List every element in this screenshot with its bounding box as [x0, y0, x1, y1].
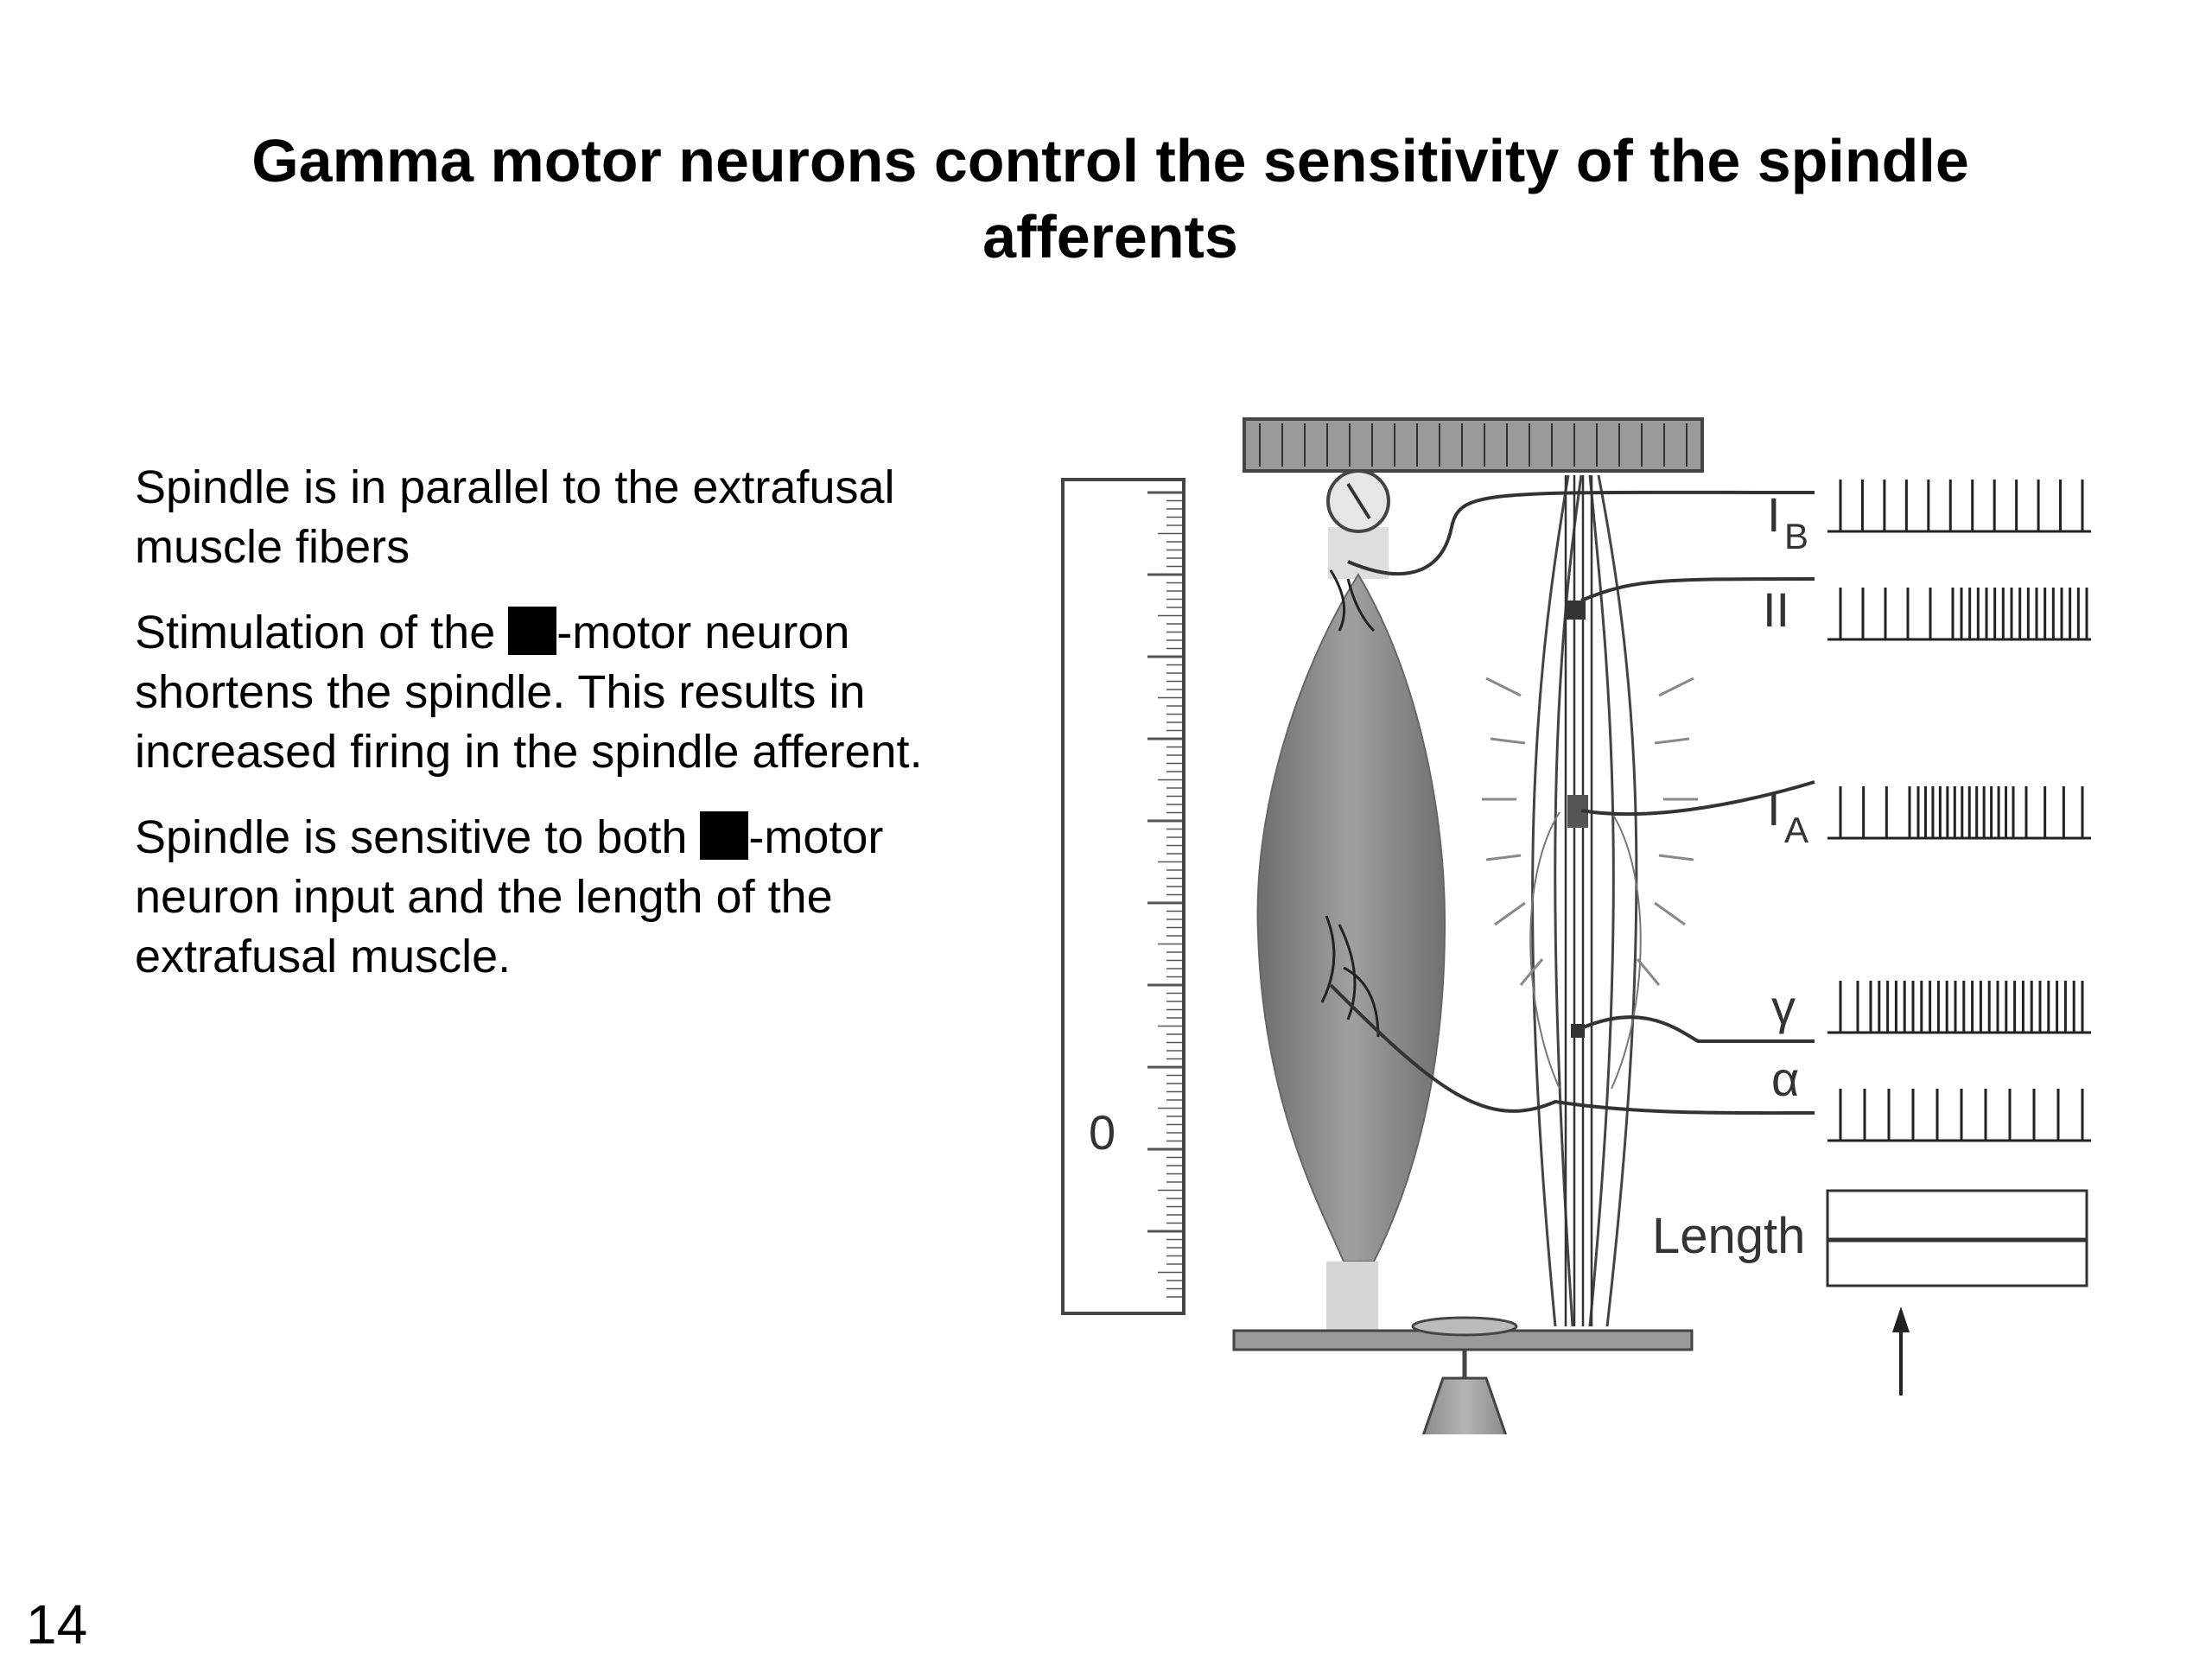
- ruler: 0: [1061, 478, 1185, 1315]
- label-length: Length: [1652, 1208, 1805, 1264]
- label-ia-subscript: A: [1784, 810, 1808, 850]
- bullet-text-before: Spindle is sensitive to both: [135, 811, 701, 863]
- label-gamma: γ: [1771, 980, 1796, 1034]
- contraction-rays: [1482, 677, 1698, 986]
- muscle-spindle-figure: 0: [1061, 417, 2091, 1434]
- nerve-fibers: [1329, 490, 1815, 1116]
- afferent-labels: I B II I A γ α Length: [1652, 487, 1808, 1264]
- label-ib-subscript: B: [1784, 516, 1808, 556]
- missing-glyph-box: [700, 811, 749, 860]
- muscle-spindle: [1482, 474, 1698, 1327]
- bullet-list: Spindle is in parallel to the extrafusal…: [135, 458, 938, 1013]
- stimulus-arrow-icon: [1892, 1306, 1910, 1395]
- label-alpha: α: [1771, 1052, 1799, 1106]
- bullet-text-before: Stimulation of the: [135, 607, 509, 658]
- bullet-text-after: -motor neuron shortens the spindle. This…: [135, 607, 923, 778]
- bullet-item: Spindle is sensitive to both -motor neur…: [135, 808, 938, 987]
- bullet-text: Spindle is in parallel to the extrafusal…: [135, 461, 895, 573]
- slide-title: Gamma motor neurons control the sensitiv…: [251, 127, 1969, 270]
- length-trace: [1826, 1189, 2088, 1287]
- bullet-item: Stimulation of the -motor neuron shorten…: [135, 603, 938, 782]
- extrafusal-muscle: [1256, 469, 1446, 1331]
- top-bar-stripes: [1259, 423, 1688, 467]
- weight-icon: [1421, 1376, 1508, 1434]
- bullet-item: Spindle is in parallel to the extrafusal…: [135, 458, 938, 577]
- top-bar: [1243, 417, 1704, 473]
- label-ia: I: [1767, 781, 1781, 836]
- ruler-zero-label: 0: [1089, 1105, 1116, 1160]
- ruler-ticks: [1147, 491, 1182, 1298]
- slide-number: 14: [26, 1593, 88, 1656]
- label-ii: II: [1763, 582, 1789, 637]
- label-ib: I: [1767, 487, 1781, 542]
- bottom-plate: [1232, 1316, 1694, 1434]
- bullet-text-after: -motor neuron input and the length of th…: [135, 811, 884, 982]
- spike-trains: [1827, 480, 2091, 1142]
- missing-glyph-box: [508, 607, 557, 655]
